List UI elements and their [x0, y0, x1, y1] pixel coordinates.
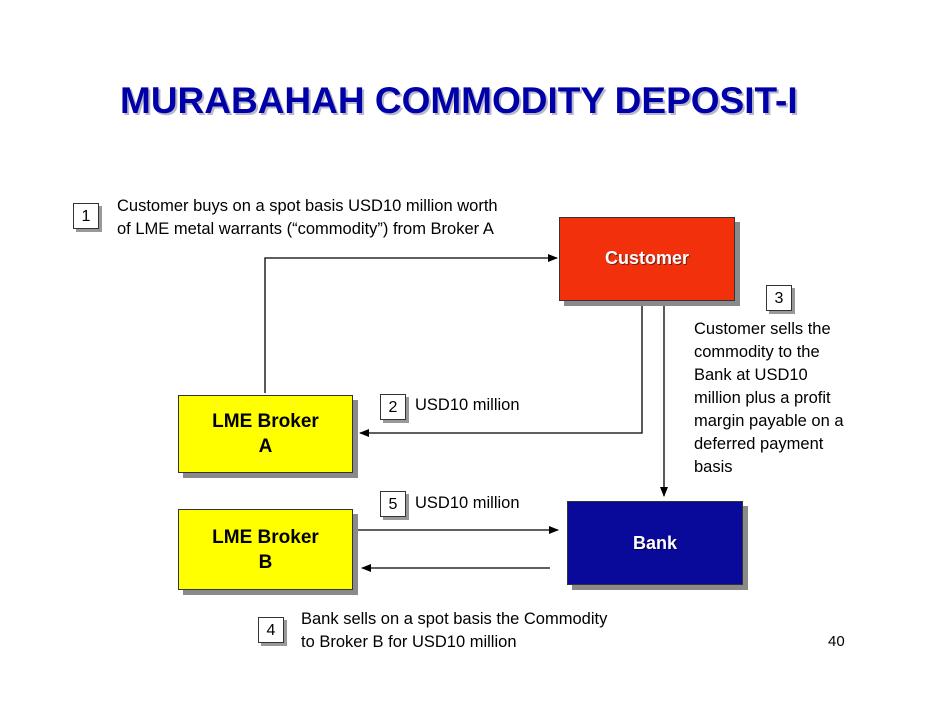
- broker-b-line2: B: [258, 551, 273, 573]
- step-3-text-line3: Bank at USD10: [694, 366, 808, 384]
- slide-title: MURABAHAH COMMODITY DEPOSIT-I: [120, 80, 798, 121]
- step-3-text-line1: Customer sells the: [694, 320, 831, 338]
- step-3-text-line7: basis: [694, 458, 733, 476]
- step-3-badge: 3: [766, 285, 792, 311]
- broker-a-line2: A: [258, 436, 273, 457]
- broker-b-line1: LME Broker: [212, 526, 319, 548]
- bank-label: Bank: [632, 532, 677, 553]
- step-1-text-line1: Customer buys on a spot basis USD10 mill…: [117, 197, 498, 215]
- step-3-text-line4: million plus a profit: [694, 389, 831, 407]
- step-2-label: USD10 million: [415, 396, 520, 414]
- customer-box: Customer: [559, 217, 735, 301]
- step-3-text-line5: margin payable on a: [694, 412, 844, 430]
- bank-box: Bank: [567, 501, 743, 585]
- step-1-badge: 1: [73, 203, 99, 229]
- step-3-text-line2: commodity to the: [694, 343, 820, 361]
- step-2-badge: 2: [380, 394, 406, 420]
- broker-a-line1: LME Broker: [212, 411, 319, 432]
- lme-broker-b-box: LME Broker B: [178, 509, 353, 590]
- step-5-label: USD10 million: [415, 494, 520, 512]
- arrow-customer-to-broker-a: [359, 300, 643, 437]
- customer-label: Customer: [604, 248, 689, 268]
- step-4-badge: 4: [258, 617, 284, 643]
- step-3-text-line6: deferred payment: [694, 435, 824, 453]
- arrow-broker-a-to-customer: [264, 254, 558, 393]
- page-number: 40: [828, 633, 845, 650]
- lme-broker-a-box: LME Broker A: [178, 395, 353, 473]
- step-5-badge: 5: [380, 491, 406, 517]
- step-4-text-line1: Bank sells on a spot basis the Commodity: [301, 610, 608, 628]
- step-1-text-line2: of LME metal warrants (“commodity”) from…: [117, 220, 494, 238]
- step-4-text-line2: to Broker B for USD10 million: [301, 633, 517, 651]
